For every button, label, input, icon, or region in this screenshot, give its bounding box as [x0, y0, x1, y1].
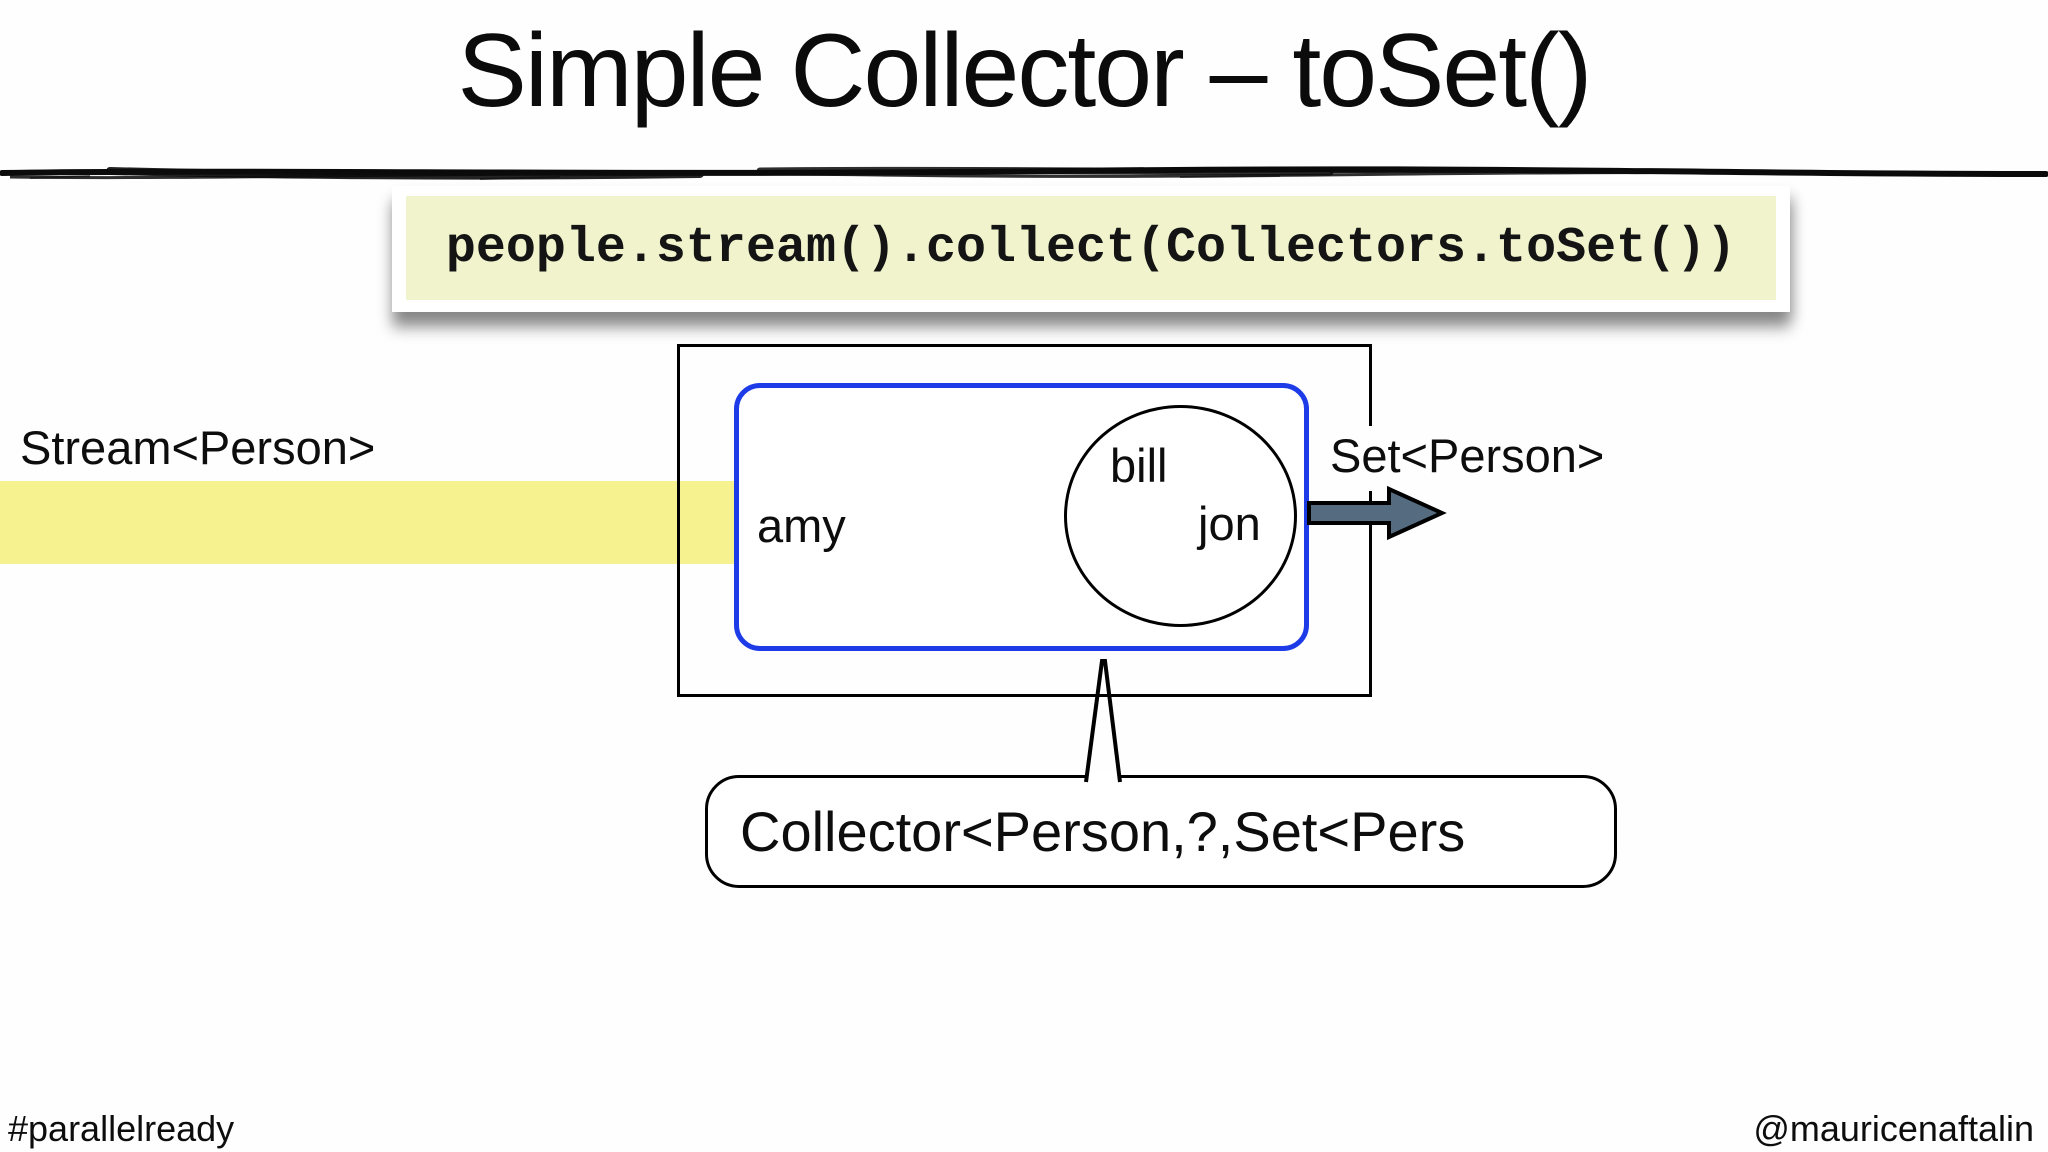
person-bill: bill: [1110, 439, 1168, 492]
accumulated-set-circle: [1064, 405, 1297, 627]
title-underline-sketch: [0, 166, 2048, 180]
person-jon: jon: [1198, 497, 1261, 550]
stream-type-label: Stream<Person>: [20, 421, 376, 474]
code-text: people.stream().collect(Collectors.toSet…: [445, 219, 1737, 277]
hashtag-footer: #parallelready: [8, 1108, 235, 1149]
collector-type-callout: Collector<Person,?,Set<Pers: [705, 775, 1617, 888]
code-snippet-box: people.stream().collect(Collectors.toSet…: [392, 186, 1790, 312]
author-handle-footer: @mauricenaftalin: [1753, 1108, 2034, 1149]
person-amy: amy: [757, 499, 846, 552]
stream-highlight-band: [0, 481, 737, 564]
slide-title: Simple Collector – toSet(): [457, 13, 1593, 129]
code-highlight-panel: people.stream().collect(Collectors.toSet…: [406, 196, 1776, 300]
set-type-label: Set<Person>: [1320, 426, 1615, 491]
collector-type-text: Collector<Person,?,Set<Pers: [740, 800, 1466, 863]
